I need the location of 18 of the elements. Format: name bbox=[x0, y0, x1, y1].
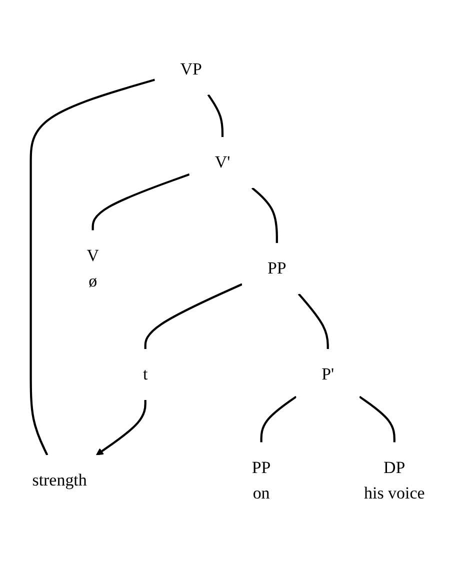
connector bbox=[251, 187, 278, 244]
connector bbox=[260, 396, 297, 443]
connector bbox=[358, 396, 396, 443]
node-text: PP bbox=[267, 259, 286, 278]
connector bbox=[298, 294, 329, 350]
connector bbox=[144, 284, 242, 350]
node-text: VP bbox=[180, 60, 202, 79]
node-text: P' bbox=[322, 365, 334, 384]
node-text: V ø bbox=[86, 246, 99, 291]
node-text: PP on bbox=[252, 458, 271, 503]
arrow bbox=[96, 400, 146, 456]
node-text: DP his voice bbox=[364, 458, 425, 503]
connector bbox=[30, 79, 156, 456]
connector bbox=[207, 94, 224, 138]
node-text: t bbox=[142, 365, 148, 384]
node-text: V' bbox=[214, 153, 230, 172]
node-text: strength bbox=[32, 471, 87, 490]
connector bbox=[92, 174, 190, 231]
